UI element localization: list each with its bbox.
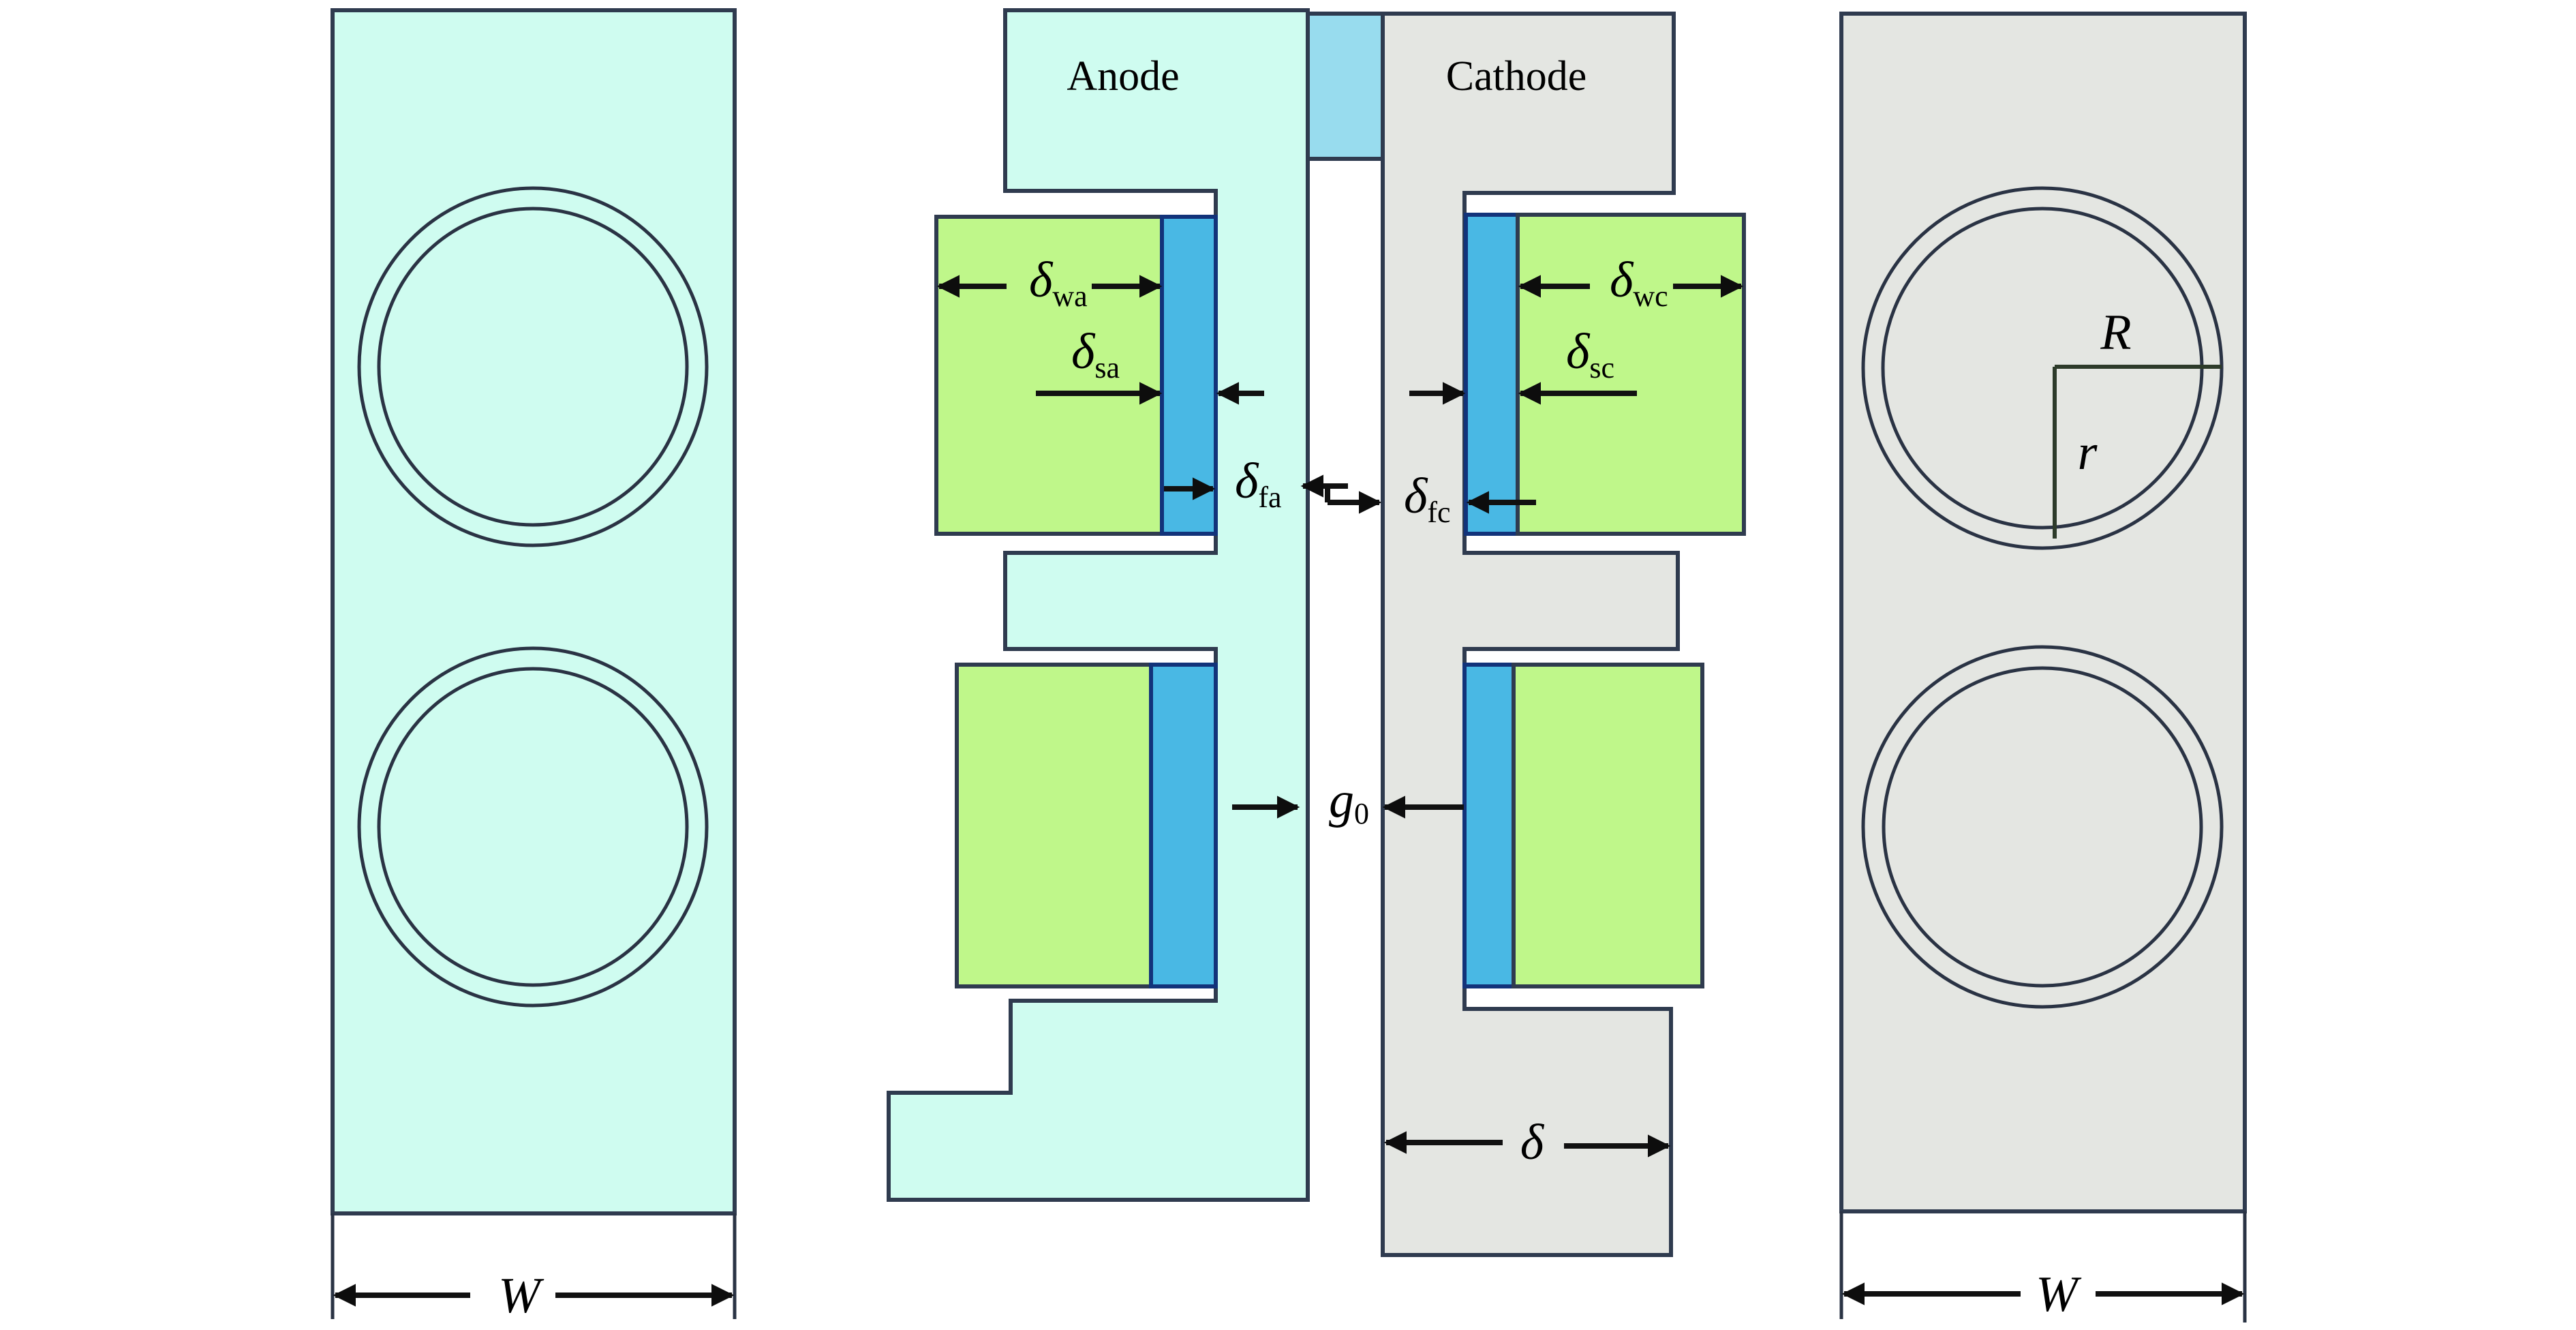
- delta-fc-label: δfc: [1404, 468, 1451, 529]
- cathode-lower-electrode: [1462, 663, 1704, 988]
- cathode-upper-electrode: [1464, 213, 1746, 536]
- anode-lower-electrode: [955, 663, 1218, 988]
- delta-wa-label: δwa: [1029, 252, 1088, 313]
- r-label: r: [2078, 425, 2098, 481]
- cathode-lower-blue: [1462, 663, 1516, 988]
- left-lower-cylinder: [357, 646, 709, 1008]
- delta-dimension: δ: [1383, 1115, 1671, 1170]
- left-panel: W: [331, 8, 737, 1324]
- left-panel-body: [331, 8, 737, 1215]
- anode-upper-electrode: [934, 215, 1218, 536]
- anode-body: [887, 8, 1310, 1202]
- left-upper-outer-ring: [357, 186, 709, 547]
- right-panel: R r W: [1839, 12, 2247, 1323]
- delta-wc-label: δwc: [1610, 252, 1668, 313]
- left-upper-inner-core: [377, 207, 689, 527]
- left-lower-inner-core: [377, 667, 689, 987]
- cathode-structure: Cathode: [1381, 12, 1680, 1257]
- cathode-lower-green: [1512, 663, 1704, 988]
- anode-label: Anode: [1067, 53, 1179, 100]
- right-lower-inner-core: [1882, 666, 2203, 988]
- left-lower-outer-ring: [357, 646, 709, 1008]
- right-w-label: W: [2036, 1267, 2082, 1323]
- g0-dimension: g0: [1232, 772, 1464, 830]
- delta-sa-label: δsa: [1071, 324, 1120, 384]
- delta-wa-dimension: δwa: [936, 252, 1163, 313]
- anode-lower-blue: [1149, 663, 1218, 988]
- left-upper-cylinder: [357, 186, 709, 547]
- connector-block: [1306, 12, 1385, 161]
- gap-wall-arrows: [1300, 474, 1382, 514]
- g0-label: g0: [1329, 772, 1369, 830]
- right-lower-outer-ring: [1861, 645, 2224, 1009]
- delta-label: δ: [1520, 1115, 1545, 1170]
- delta-fc-dimension: δfc: [1404, 468, 1536, 529]
- anode-lower-green: [955, 663, 1153, 988]
- cathode-label: Cathode: [1446, 53, 1587, 100]
- delta-sa-dimension: δsa: [1036, 324, 1264, 405]
- delta-fa-dimension: δfa: [1164, 453, 1282, 514]
- delta-sc-label: δsc: [1566, 324, 1614, 384]
- right-panel-body: [1839, 12, 2247, 1213]
- R-label: R: [2100, 305, 2131, 361]
- cathode-upper-green: [1516, 213, 1746, 536]
- anode-upper-green: [934, 215, 1164, 536]
- delta-fa-label: δfa: [1235, 453, 1282, 514]
- right-upper-cylinder: R r: [1861, 186, 2224, 550]
- cathode-upper-blue: [1464, 213, 1520, 536]
- anode-structure: Anode: [887, 8, 1310, 1202]
- delta-sc-dimension: δsc: [1409, 324, 1637, 405]
- right-lower-cylinder: [1861, 645, 2224, 1009]
- cathode-body: [1381, 12, 1680, 1257]
- delta-wc-dimension: δwc: [1518, 252, 1744, 313]
- left-w-label: W: [498, 1268, 545, 1324]
